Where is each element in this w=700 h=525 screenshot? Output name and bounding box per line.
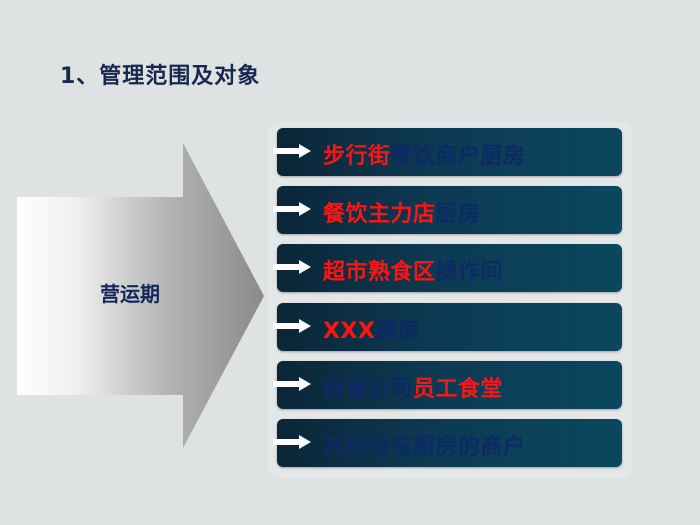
scope-item: 其他设有厨房的商户 (273, 419, 622, 467)
item-text-part: 厨房 (375, 319, 421, 344)
scope-item: 餐饮主力店厨房 (273, 186, 622, 234)
slide-title: 1、管理范围及对象 (60, 64, 261, 89)
items-panel (268, 122, 632, 478)
item-text-part: 厨房 (435, 202, 481, 227)
right-arrow-icon (273, 435, 311, 449)
scope-item: 超市熟食区操作间 (273, 244, 622, 292)
item-text-part: 其他设有厨房的商户 (323, 435, 526, 460)
right-arrow-icon (273, 260, 311, 274)
scope-item: 商管公司员工食堂 (273, 361, 622, 409)
item-text-part: 操作间 (435, 260, 504, 285)
item-text-part: 步行街 (323, 144, 391, 169)
right-arrow-icon (273, 319, 311, 333)
right-arrow-icon (273, 202, 311, 216)
item-text-part: 商管公司 (323, 377, 414, 402)
scope-item: 步行街餐饮商户厨房 (273, 128, 622, 176)
stage-label: 营运期 (100, 282, 160, 306)
scope-item: XXX厨房 (273, 303, 622, 351)
big-arrow-shape (17, 143, 264, 448)
right-arrow-icon (273, 377, 311, 391)
item-text-part: XXX (323, 319, 376, 344)
item-text-part: 餐饮商户厨房 (390, 144, 526, 169)
item-text-part: 超市熟食区 (323, 260, 436, 285)
item-text-part: 餐饮主力店 (323, 202, 436, 227)
right-arrow-icon (273, 144, 311, 158)
item-text-part: 员工食堂 (413, 377, 504, 402)
